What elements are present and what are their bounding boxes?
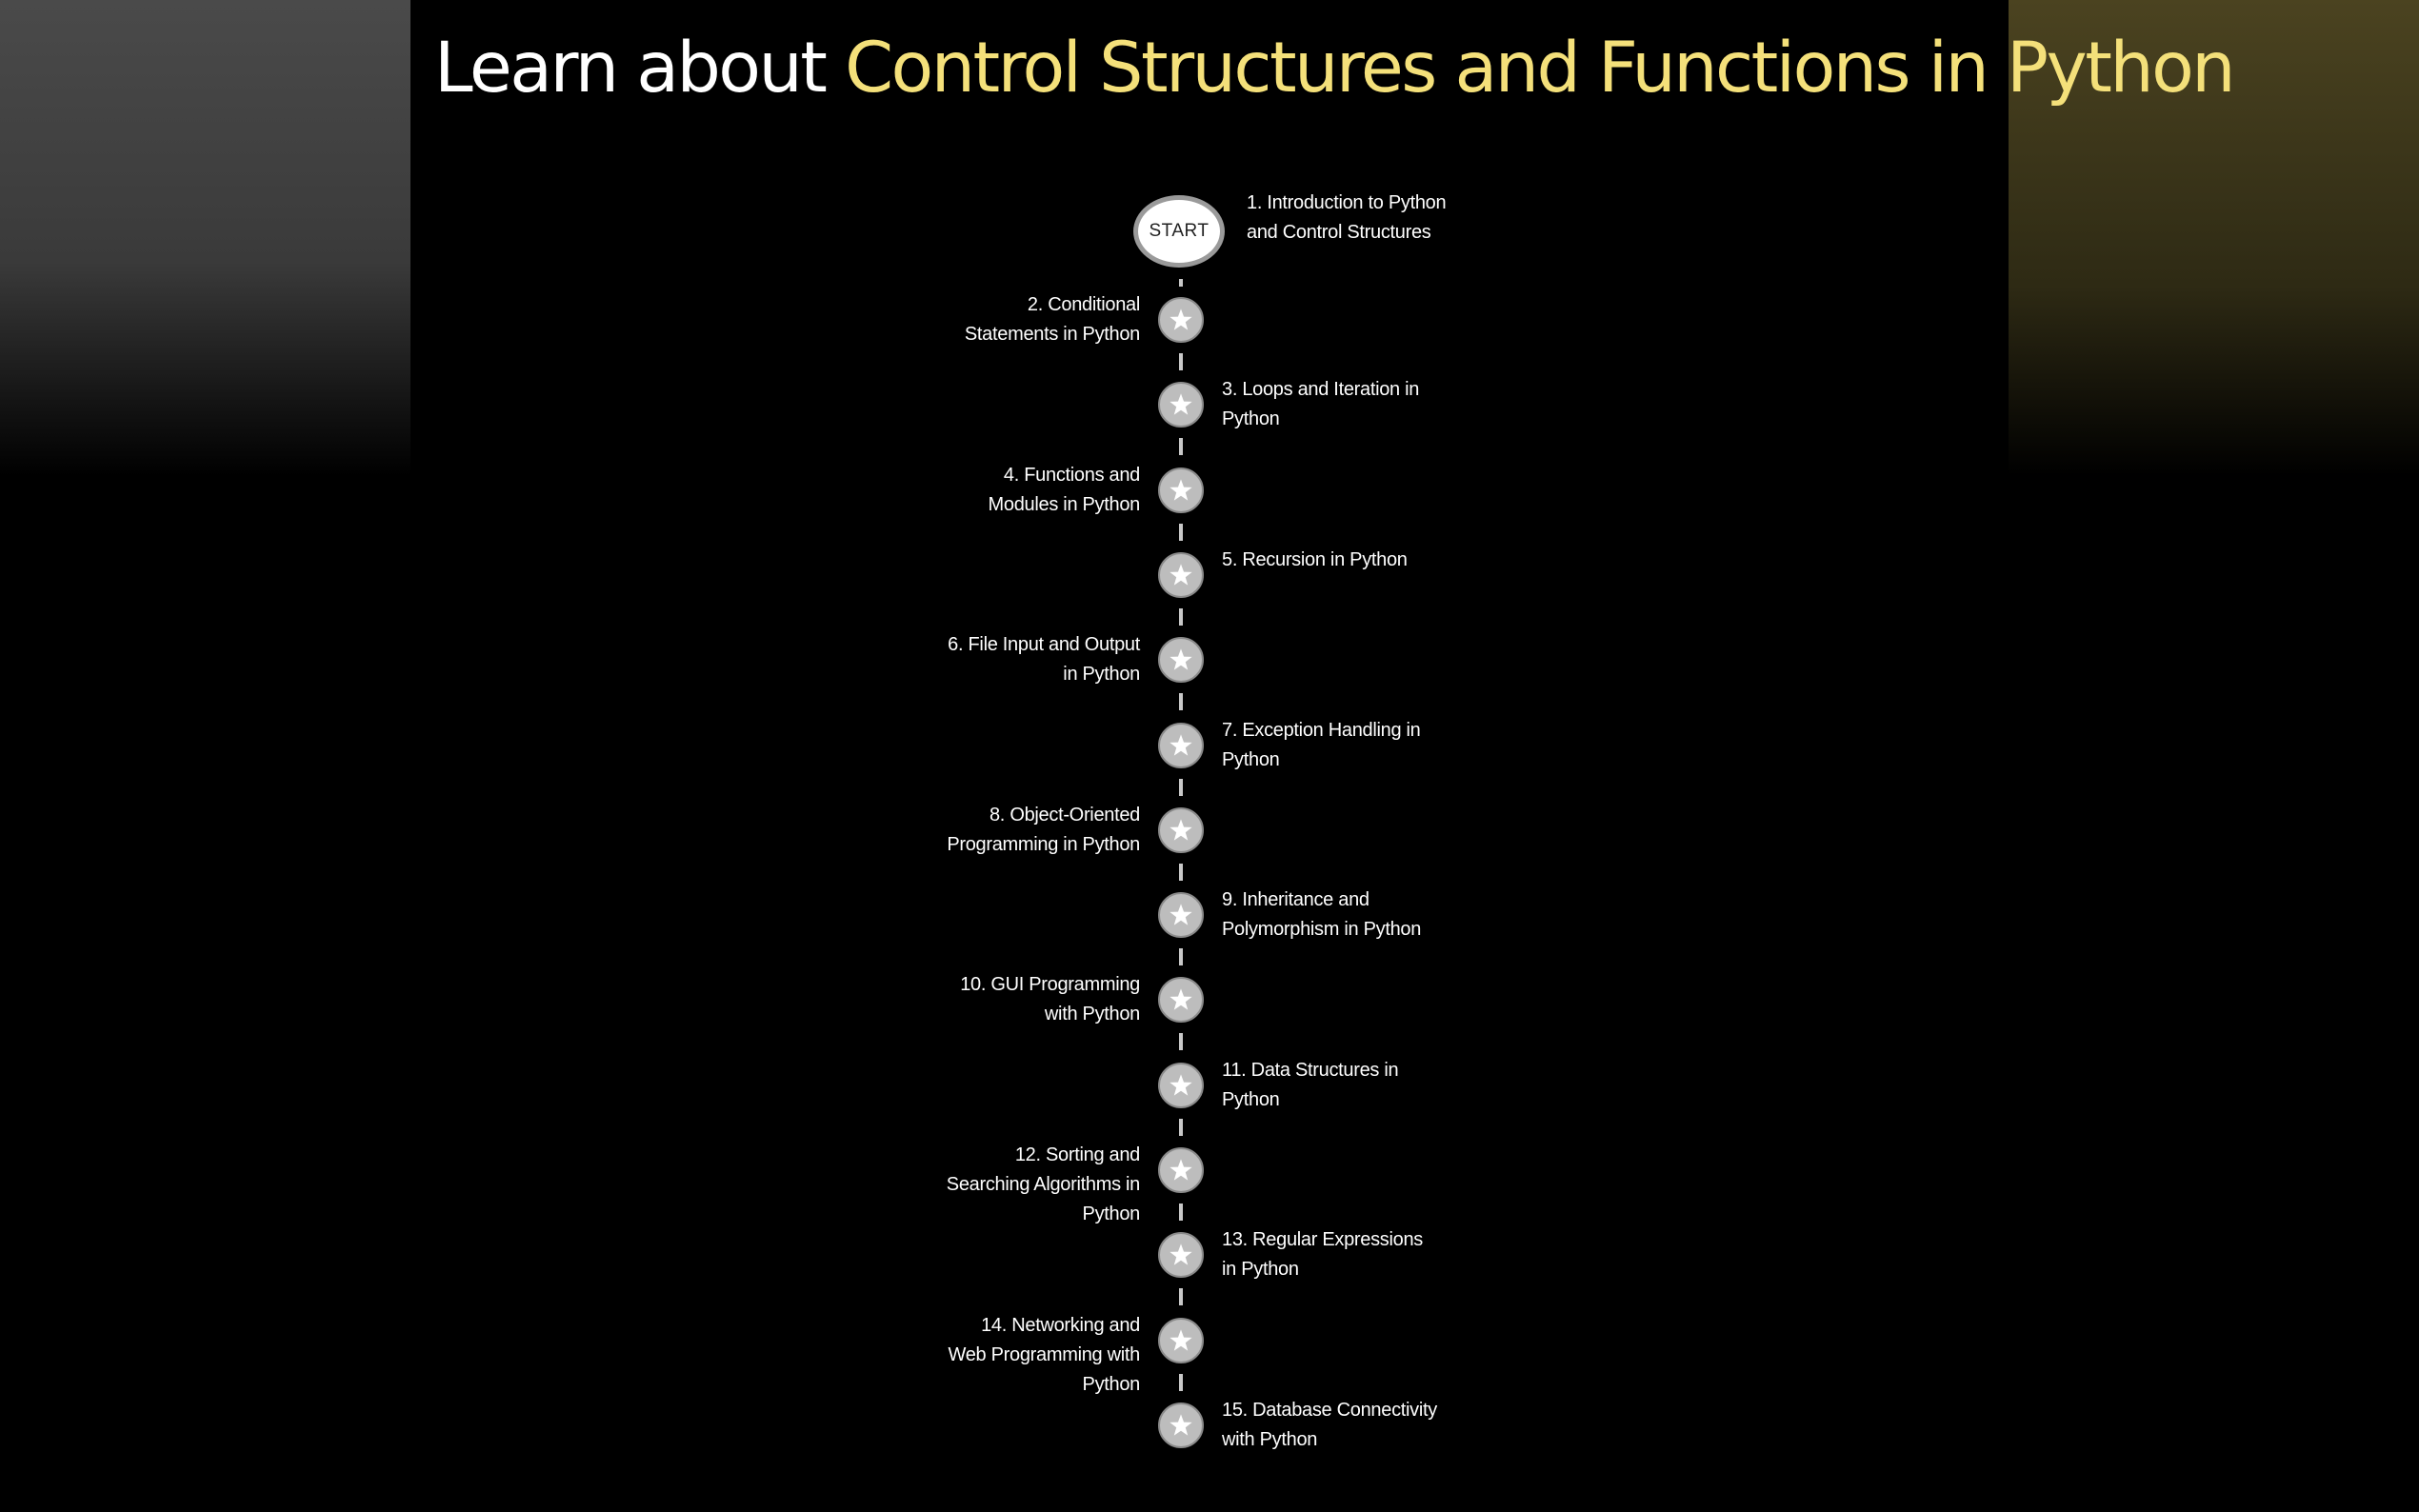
connector-line [1179, 1204, 1183, 1221]
step-node-12[interactable] [1158, 1147, 1204, 1193]
star-icon [1170, 648, 1192, 670]
step-node-11[interactable] [1158, 1062, 1204, 1108]
step-label-11: 11. Data Structures in Python [1222, 1059, 1399, 1110]
step-node-10[interactable] [1158, 977, 1204, 1024]
star-icon [1170, 1243, 1192, 1265]
step-node-6[interactable] [1158, 637, 1204, 684]
connector-line [1179, 1373, 1183, 1391]
step-label-3: 3. Loops and Iteration in Python [1222, 379, 1420, 430]
step-label-6: 6. File Input and Output in Python [948, 634, 1140, 686]
star-icon [1170, 478, 1192, 501]
start-node[interactable]: START [1133, 195, 1225, 268]
step-label-13: 13. Regular Expressions in Python [1222, 1229, 1423, 1281]
connector-line [1179, 438, 1183, 456]
star-icon [1170, 1159, 1192, 1181]
star-icon [1170, 308, 1192, 330]
step-label-7: 7. Exception Handling in Python [1222, 719, 1421, 770]
step-node-2[interactable] [1158, 297, 1204, 343]
step-label-2: 2. Conditional Statements in Python [964, 294, 1140, 345]
step-label-1: 1. Introduction to Python and Control St… [1247, 192, 1447, 243]
star-icon [1170, 904, 1192, 925]
step-label-8: 8. Object-Oriented Programming in Python [947, 804, 1140, 855]
page-title: Learn about Control Structures and Funct… [434, 21, 2236, 116]
step-node-4[interactable] [1158, 467, 1204, 513]
step-label-12: 12. Sorting and Searching Algorithms in … [946, 1144, 1141, 1224]
step-node-14[interactable] [1158, 1317, 1204, 1363]
star-icon [1170, 1414, 1192, 1436]
step-node-3[interactable] [1158, 382, 1204, 428]
background-right [2009, 0, 2419, 476]
title-prefix: Learn about [434, 28, 846, 109]
connector-line [1179, 693, 1183, 711]
connector-line [1179, 863, 1183, 881]
connector-line [1179, 1118, 1183, 1136]
star-icon [1170, 819, 1192, 841]
step-label-10: 10. GUI Programming with Python [960, 974, 1140, 1025]
start-label: START [1149, 221, 1210, 241]
star-icon [1170, 1328, 1192, 1351]
connector-line [1179, 948, 1183, 966]
step-label-15: 15. Database Connectivity with Python [1222, 1399, 1437, 1450]
step-node-7[interactable] [1158, 722, 1204, 768]
connector-line [1179, 353, 1183, 370]
connector-line [1179, 778, 1183, 796]
star-icon [1170, 733, 1192, 756]
step-node-15[interactable] [1158, 1402, 1204, 1448]
connector-line [1179, 279, 1183, 287]
star-icon [1170, 564, 1192, 586]
step-node-5[interactable] [1158, 551, 1204, 598]
step-label-5: 5. Recursion in Python [1222, 548, 1408, 570]
step-node-9[interactable] [1158, 892, 1204, 939]
connector-line [1179, 1288, 1183, 1306]
step-label-4: 4. Functions and Modules in Python [988, 464, 1141, 515]
step-label-14: 14. Networking and Web Programming with … [948, 1314, 1141, 1395]
title-highlight: Control Structures and Functions in Pyth… [845, 28, 2235, 109]
star-icon [1170, 393, 1192, 415]
background-left [0, 0, 410, 476]
star-icon [1170, 988, 1192, 1011]
connector-line [1179, 607, 1183, 626]
connector-line [1179, 1033, 1183, 1051]
step-label-9: 9. Inheritance and Polymorphism in Pytho… [1222, 889, 1422, 941]
connector-line [1179, 523, 1183, 541]
star-icon [1170, 1074, 1192, 1096]
step-node-13[interactable] [1158, 1232, 1204, 1279]
step-node-8[interactable] [1158, 806, 1204, 853]
